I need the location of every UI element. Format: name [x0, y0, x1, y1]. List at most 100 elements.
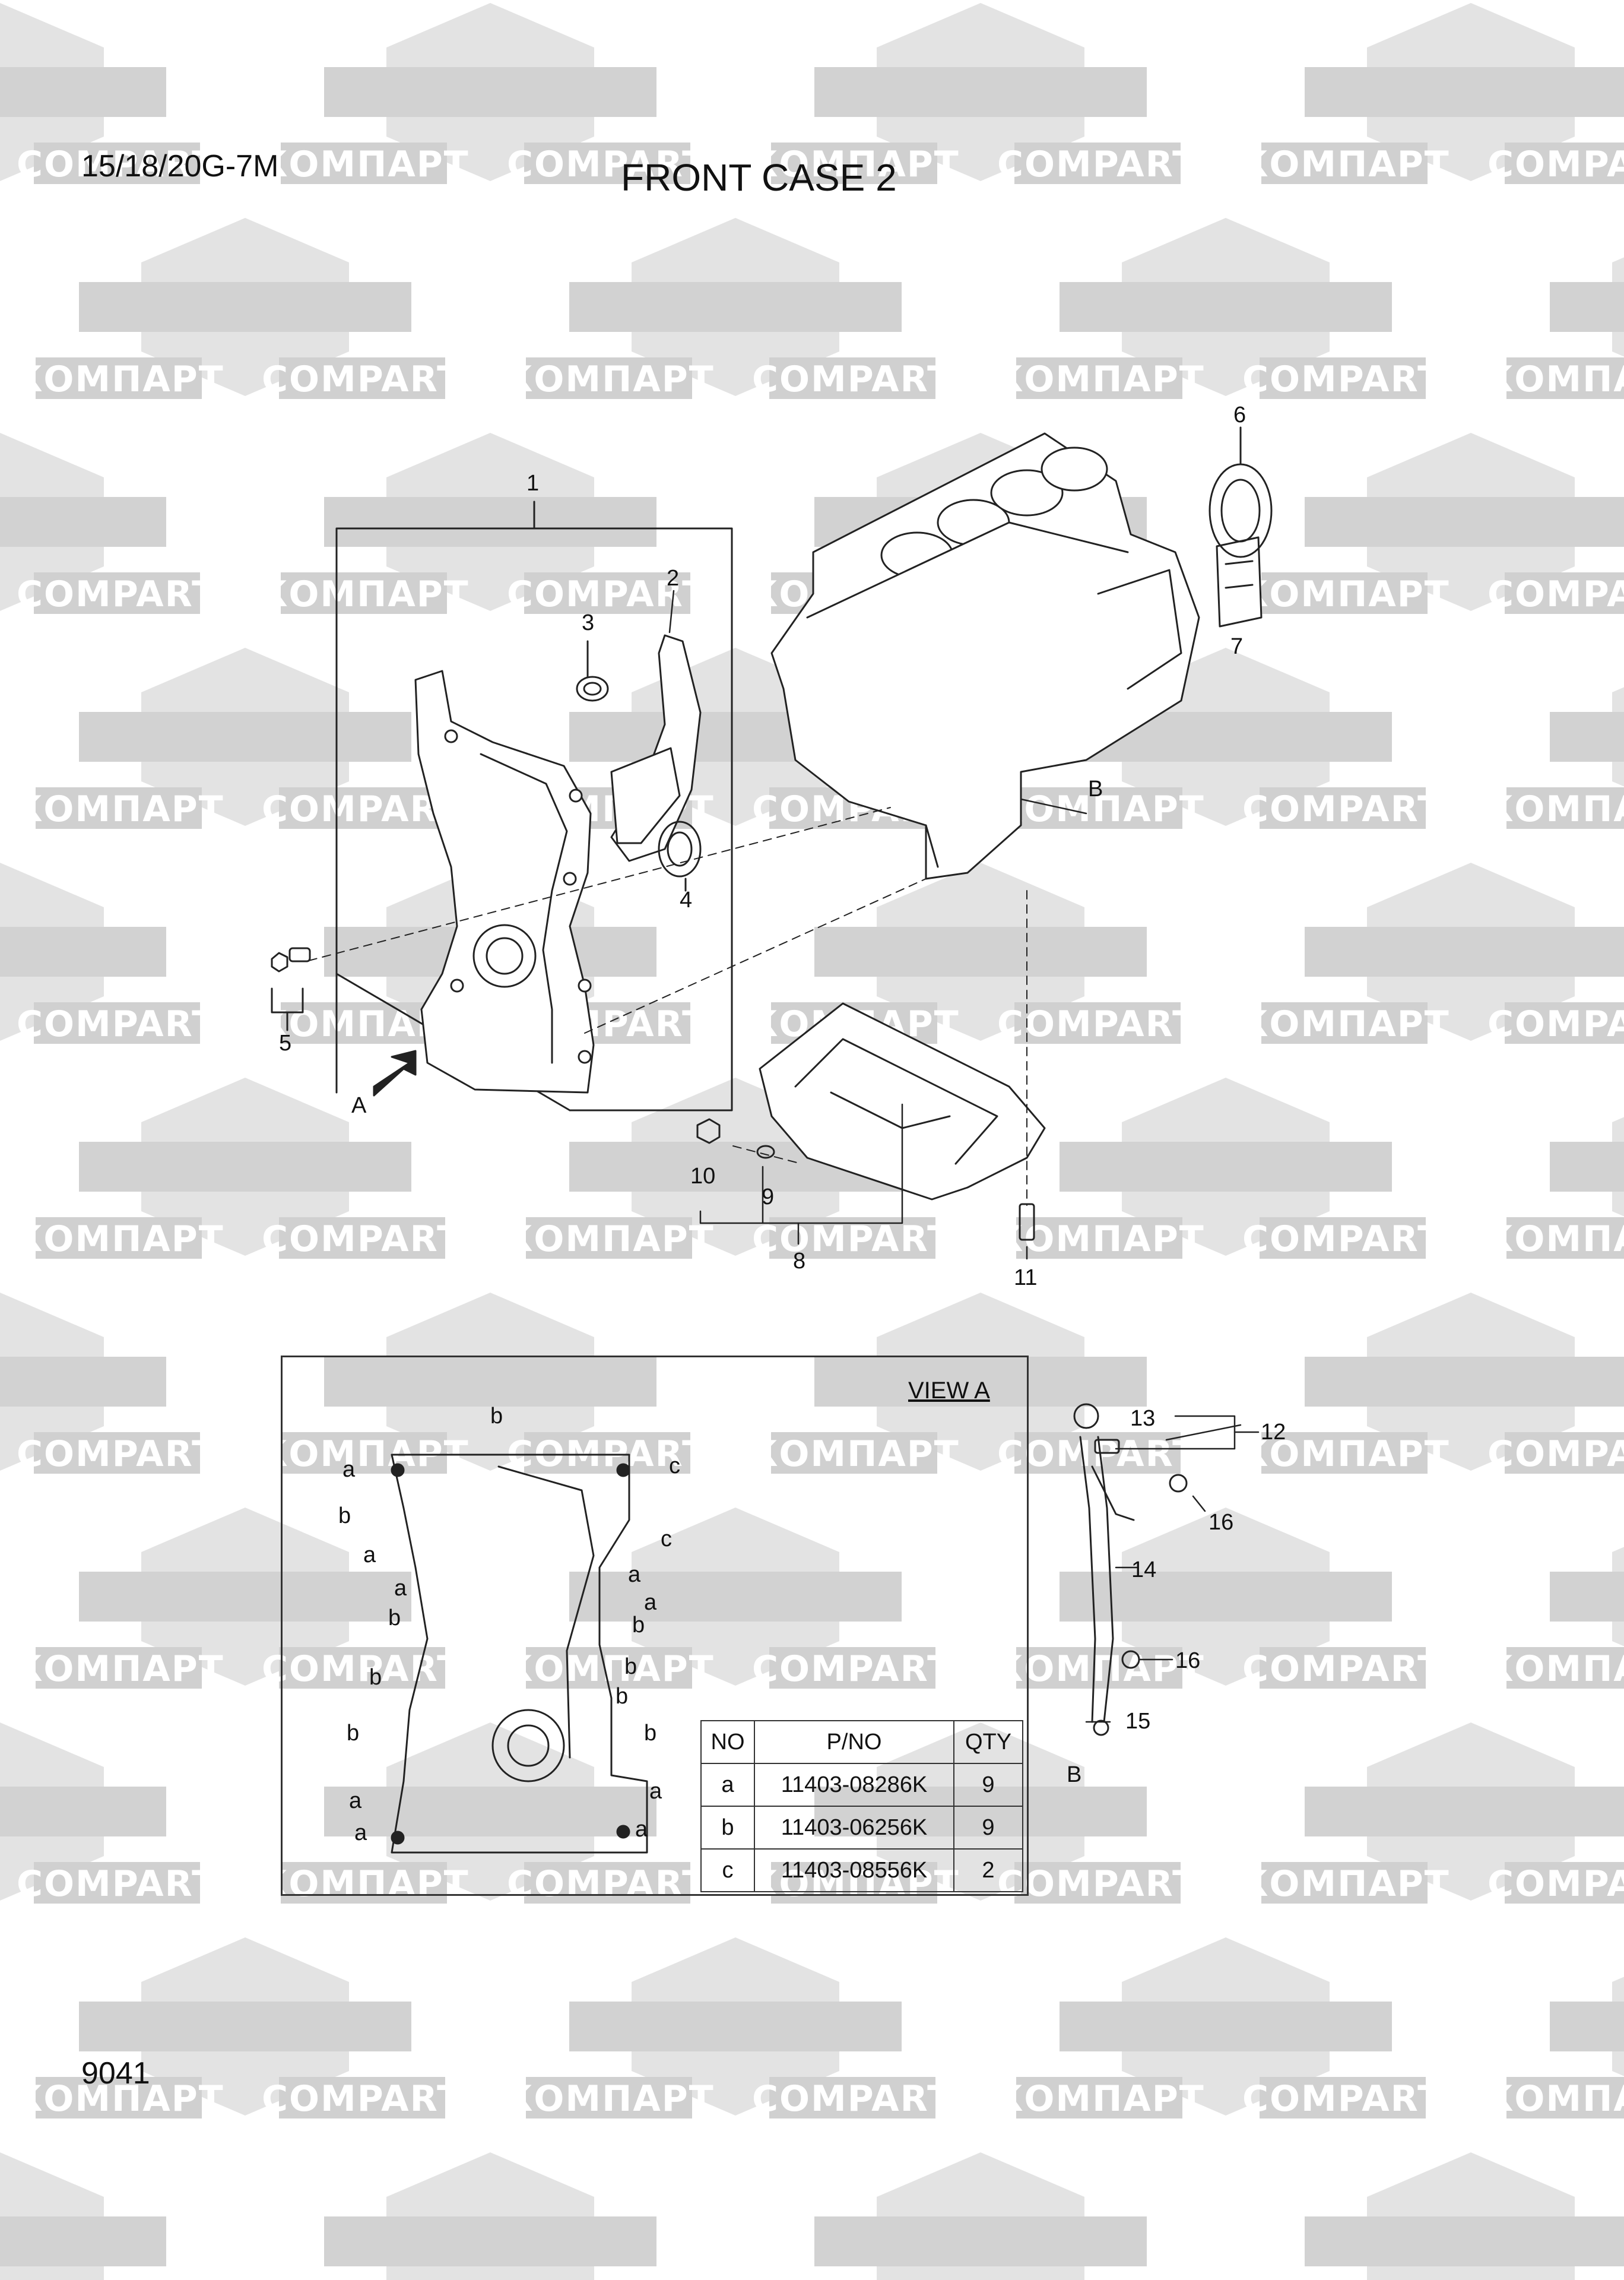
watermark-band [771, 1432, 937, 1474]
watermark-band [281, 1432, 447, 1474]
watermark-text: КОМПАРТ [503, 359, 714, 400]
watermark-band [1014, 1862, 1181, 1904]
watermark-band [769, 2077, 935, 2118]
watermark-band [34, 572, 200, 614]
watermark-band [1260, 2077, 1426, 2118]
watermark-text: COMPART [1242, 788, 1443, 830]
watermark-text: COMPART [17, 144, 217, 185]
bolt-label: a [644, 1590, 657, 1615]
watermark-band [1261, 1862, 1428, 1904]
watermark-text: КОМПАРТ [503, 2078, 714, 2120]
watermark-band [36, 357, 202, 399]
bolt-label: a [394, 1576, 407, 1601]
watermark-text: COMPART [262, 1218, 462, 1260]
watermark-band [769, 1647, 935, 1689]
watermark-text: КОМПАРТ [1484, 359, 1624, 400]
oil-level-gauge [1073, 1403, 1188, 1736]
watermark-band [1016, 357, 1182, 399]
page-number: 9041 [81, 2056, 150, 2091]
cell-part-no: 11403-06256K [754, 1806, 954, 1850]
watermark-band [1260, 787, 1426, 829]
connector-b-label-bottom: B [1067, 1762, 1082, 1787]
watermark-band [36, 2077, 202, 2118]
watermark-band [1261, 142, 1428, 184]
watermark-text: COMPART [262, 1648, 462, 1690]
watermark-text: КОМПАРТ [258, 1863, 469, 1905]
watermark-text: КОМПАРТ [748, 1433, 959, 1475]
watermark-text: КОМПАРТ [258, 144, 469, 185]
cell-qty: 9 [953, 1763, 1023, 1807]
watermark-band [1261, 1432, 1428, 1474]
watermark-text: КОМПАРТ [258, 574, 469, 615]
oil-separator-plate [1216, 536, 1263, 628]
watermark-band [36, 1647, 202, 1689]
watermark-band [1506, 2077, 1624, 2118]
view-arrow-label: A [351, 1093, 367, 1118]
bolt-label: a [628, 1562, 641, 1587]
callout-leaders [668, 590, 1260, 1723]
watermark-text: КОМПАРТ [994, 788, 1204, 830]
watermark-band [1260, 1647, 1426, 1689]
callout-14: 14 [1131, 1557, 1157, 1582]
bolt-label: b [632, 1613, 645, 1638]
oil-seal-3 [576, 640, 609, 702]
cell-no: b [700, 1806, 755, 1850]
oil-pan [759, 1002, 1046, 1201]
page-title: FRONT CASE 2 [621, 156, 897, 199]
table-row: a 11403-08286K 9 [700, 1763, 1023, 1807]
watermark-band [1016, 2077, 1182, 2118]
watermark-band [526, 1647, 692, 1689]
watermark-text: COMPART [507, 144, 708, 185]
watermark-band [1260, 1217, 1426, 1259]
watermark-band [1506, 1647, 1624, 1689]
watermark-text: COMPART [507, 1863, 708, 1905]
bolt-label: b [616, 1684, 629, 1709]
watermark-text: КОМПАРТ [13, 2078, 224, 2120]
watermark-text: КОМПАРТ [994, 1648, 1204, 1690]
watermark-text: COMPART [1242, 359, 1443, 400]
cell-part-no: 11403-08286K [754, 1763, 954, 1807]
watermark-band [279, 2077, 445, 2118]
callout-7: 7 [1230, 634, 1244, 659]
watermark-band [524, 572, 690, 614]
watermark-text: COMPART [1242, 2078, 1443, 2120]
bolt-label: c [669, 1454, 680, 1478]
callout-8: 8 [793, 1249, 806, 1274]
callout-16-upper: 16 [1209, 1510, 1234, 1535]
chain-guide [610, 634, 702, 862]
bolt-label: b [490, 1404, 503, 1429]
model-code: 15/18/20G-7M [81, 149, 279, 183]
watermark-band [1261, 572, 1428, 614]
watermark-text: КОМПАРТ [1239, 1003, 1449, 1045]
watermark-band [1260, 357, 1426, 399]
callout-3: 3 [582, 610, 595, 635]
watermark-text: COMPART [752, 2078, 953, 2120]
watermark-band [1016, 1647, 1182, 1689]
column-header-part-no: P/NO [754, 1720, 954, 1764]
watermark-text: КОМПАРТ [1239, 1863, 1449, 1905]
bolt-label: a [363, 1543, 376, 1568]
callout-15: 15 [1125, 1709, 1151, 1734]
watermark-band [1506, 357, 1624, 399]
watermark-band [526, 1217, 692, 1259]
callout-4: 4 [680, 888, 693, 913]
watermark-text: COMPART [17, 1003, 217, 1045]
watermark-band [279, 357, 445, 399]
callout-9: 9 [762, 1185, 775, 1209]
callout-1: 1 [526, 471, 540, 496]
watermark-text: КОМПАРТ [994, 359, 1204, 400]
bolt-label: a [354, 1820, 367, 1845]
watermark-band [1505, 572, 1624, 614]
watermark-text: COMPART [752, 1648, 953, 1690]
bolt-label: b [347, 1721, 360, 1746]
cell-no: a [700, 1763, 755, 1807]
timing-chain-cover [414, 670, 595, 1094]
watermark-text: КОМПАРТ [1484, 1648, 1624, 1690]
watermark-text: COMPART [1487, 1433, 1624, 1475]
watermark-band [281, 1862, 447, 1904]
cell-qty: 2 [953, 1848, 1023, 1892]
watermark-band [279, 787, 445, 829]
bolt-label: b [388, 1606, 401, 1630]
